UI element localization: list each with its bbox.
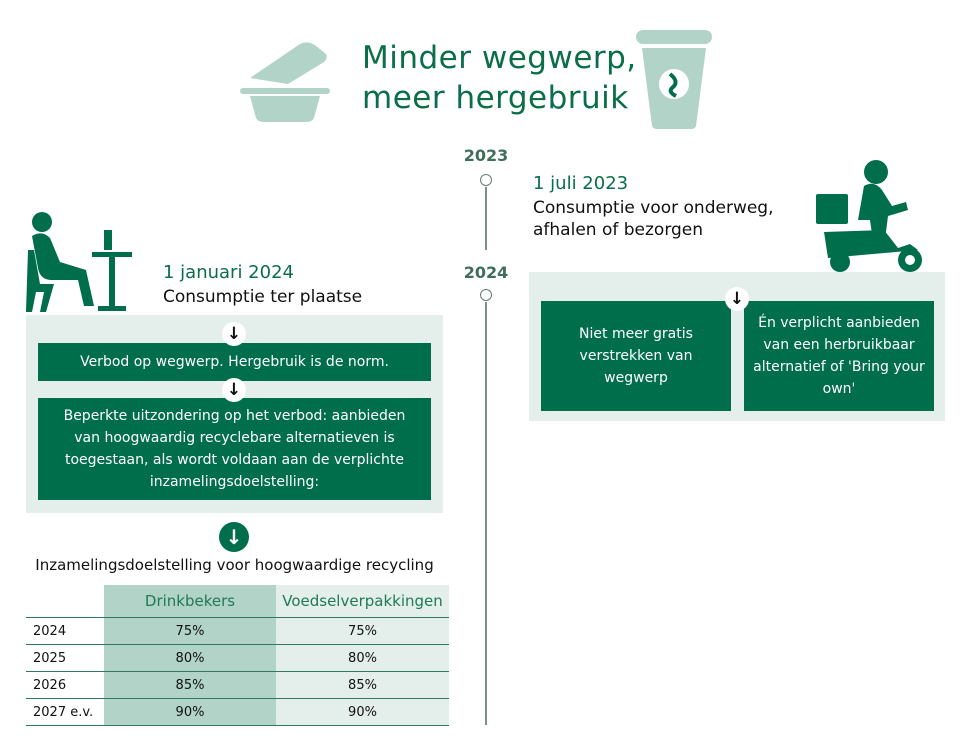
- table-caption: Inzamelingsdoelstelling voor hoogwaardig…: [35, 556, 434, 574]
- drinkbekers-cell: 80%: [104, 644, 276, 672]
- timeline-dot: [480, 174, 492, 186]
- arrow-down-icon: ↓: [222, 322, 246, 346]
- table-header-row: Drinkbekers Voedselverpakkingen: [26, 585, 449, 618]
- timeline-year-2023: 2023: [463, 146, 509, 165]
- year-cell: 2026: [26, 671, 104, 699]
- arrow-down-icon: ↓: [725, 287, 749, 311]
- takeaway-date: 1 juli 2023: [533, 173, 629, 194]
- onsite-ban-box: Verbod op wegwerp. Hergebruik is de norm…: [38, 343, 431, 381]
- drinkbekers-cell: 90%: [104, 698, 276, 726]
- header-year: [26, 585, 104, 618]
- takeaway-obligation-box: Én verplicht aanbieden van een herbruikb…: [744, 301, 934, 411]
- year-cell: 2025: [26, 644, 104, 672]
- timeline-line: [485, 187, 487, 250]
- coffee-cup-icon: [636, 30, 712, 129]
- voedsel-cell: 90%: [276, 698, 449, 726]
- voedsel-cell: 80%: [276, 644, 449, 672]
- onsite-exception-box: Beperkte uitzondering op het verbod: aan…: [38, 398, 431, 500]
- drinkbekers-cell: 85%: [104, 671, 276, 699]
- food-container-icon: [240, 42, 330, 122]
- header-drinkbekers: Drinkbekers: [104, 585, 276, 618]
- title-line-2: meer hergebruik: [362, 80, 629, 116]
- year-cell: 2024: [26, 617, 104, 645]
- page-title: Minder wegwerp, meer hergebruik: [362, 38, 637, 118]
- arrow-down-icon: ↓: [222, 378, 246, 402]
- voedsel-cell: 75%: [276, 617, 449, 645]
- year-cell: 2027 e.v.: [26, 698, 104, 726]
- takeaway-rule-box: Niet meer gratis verstrekken van wegwerp: [541, 301, 731, 411]
- header-voedselverpakkingen: Voedselverpakkingen: [276, 585, 449, 618]
- table-row: 2027 e.v.90%90%: [26, 698, 449, 726]
- timeline-line: [485, 302, 487, 725]
- onsite-line-1: Consumptie ter plaatse: [163, 287, 363, 307]
- takeaway-line-1: Consumptie voor onderweg,: [533, 198, 774, 218]
- title-line-1: Minder wegwerp,: [362, 40, 637, 76]
- onsite-date: 1 januari 2024: [163, 262, 294, 283]
- arrow-down-icon: ↓: [219, 522, 249, 552]
- scooter-delivery-icon: [816, 160, 922, 272]
- timeline-year-2024: 2024: [463, 263, 509, 282]
- takeaway-line-2: afhalen of bezorgen: [533, 220, 704, 240]
- timeline-dot: [480, 289, 492, 301]
- person-at-table-icon: [26, 212, 132, 312]
- voedsel-cell: 85%: [276, 671, 449, 699]
- drinkbekers-cell: 75%: [104, 617, 276, 645]
